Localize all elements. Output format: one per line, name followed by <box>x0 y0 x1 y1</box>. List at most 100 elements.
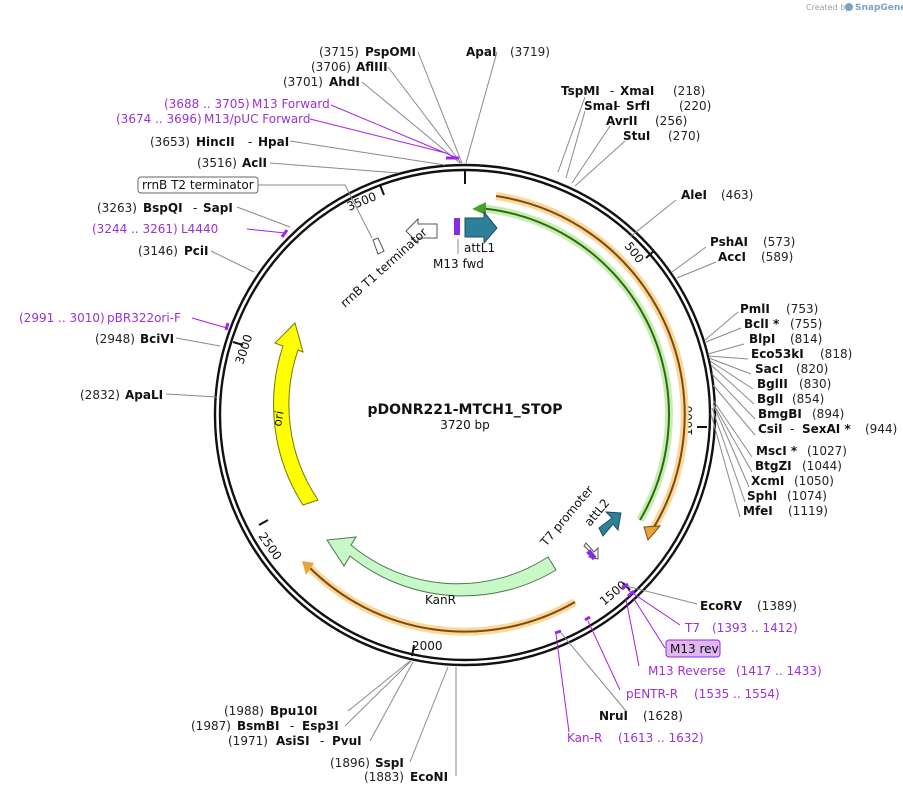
svg-text:-: - <box>248 135 252 149</box>
enzyme-eco53ki[interactable]: Eco53kI <box>751 347 804 361</box>
enzyme-sspi[interactable]: SspI <box>375 756 404 770</box>
enzyme-hincii[interactable]: HincII <box>196 135 235 149</box>
enzyme-asisi[interactable]: AsiSI <box>276 734 310 748</box>
ori-feature[interactable] <box>273 322 319 506</box>
enzyme-asisi-pos: (1971) <box>228 734 268 748</box>
primer-m13puc[interactable]: M13/pUC Forward <box>204 112 311 126</box>
enzyme-sphi[interactable]: SphI <box>747 489 777 503</box>
enzyme-avrii[interactable]: AvrII <box>606 114 638 128</box>
enzyme-econi[interactable]: EcoNI <box>410 770 448 784</box>
attL2-feature[interactable] <box>598 511 622 537</box>
enzyme-bpu10i[interactable]: Bpu10I <box>270 704 317 718</box>
enzyme-xmai[interactable]: XmaI <box>620 84 654 98</box>
enzyme-smai-pos: (220) <box>679 99 711 113</box>
primer-pbr322[interactable]: pBR322ori-F <box>107 311 181 325</box>
enzyme-ecorv-pos: (1389) <box>757 599 797 613</box>
enzyme-bcivi[interactable]: BciVI <box>140 332 174 346</box>
enzyme-sapi[interactable]: SapI <box>203 201 233 215</box>
enzyme-tspmi-pos: (218) <box>673 84 705 98</box>
rrnB-t1-terminator-feature[interactable] <box>405 217 438 245</box>
m13fwd-feature[interactable] <box>454 218 460 235</box>
primer-m13puc-pos: (3674 .. 3696) <box>116 112 202 126</box>
backbone-outer <box>213 163 717 667</box>
created-by-label: Created by <box>806 3 850 12</box>
primer-pentr[interactable]: pENTR-R <box>626 687 678 701</box>
primer-m13fwd[interactable]: M13 Forward <box>252 97 330 111</box>
enzyme-ecorv[interactable]: EcoRV <box>700 599 743 613</box>
enzyme-apai[interactable]: ApaI <box>466 45 496 59</box>
enzyme-bglii[interactable]: BglII <box>757 377 788 391</box>
enzyme-bsmbi[interactable]: BsmBI <box>237 719 279 733</box>
map-size: 3720 bp <box>440 418 490 432</box>
m13rev-label-box <box>665 639 721 658</box>
enzyme-pmli[interactable]: PmlI <box>740 302 770 316</box>
enzyme-stui[interactable]: StuI <box>623 129 650 143</box>
enzyme-xcmi-pos: (1050) <box>794 474 834 488</box>
enzyme-pcii[interactable]: PciI <box>184 244 209 258</box>
enzyme-blpi[interactable]: BlpI <box>749 332 775 346</box>
enzyme-mfei[interactable]: MfeI <box>743 504 773 518</box>
svg-text:-: - <box>610 84 614 98</box>
enzyme-bsmbi-pos: (1987) <box>191 719 231 733</box>
enzyme-avrii-pos: (256) <box>655 114 687 128</box>
primer-l4440[interactable]: L4440 <box>181 222 218 236</box>
enzyme-xcmi[interactable]: XcmI <box>751 474 784 488</box>
primer-pentr-pos: (1535 .. 1554) <box>694 687 780 701</box>
backbone-inner <box>218 168 712 662</box>
kanr-feature[interactable] <box>326 536 557 597</box>
enzyme-csii-pos: (944) <box>865 422 897 436</box>
enzyme-pspomi[interactable]: PspOMI <box>365 45 416 59</box>
attL1-feature[interactable] <box>464 210 498 245</box>
tick-2000: 2000 <box>412 639 443 653</box>
enzyme-apai-pos: (3719) <box>510 45 550 59</box>
map-title: pDONR221-MTCH1_STOP <box>367 402 562 418</box>
enzyme-btgzi[interactable]: BtgZI <box>755 459 792 473</box>
enzyme-bpu10i-pos: (1988) <box>224 704 264 718</box>
enzyme-pmli-pos: (753) <box>786 302 818 316</box>
enzyme-bspqi-pos: (3263) <box>97 201 137 215</box>
enzyme-sphi-pos: (1074) <box>787 489 827 503</box>
primer-m13rev-pos: (1417 .. 1433) <box>736 664 822 678</box>
enzyme-nrui[interactable]: NruI <box>599 709 628 723</box>
enzyme-ahdi[interactable]: AhdI <box>329 75 360 89</box>
enzyme-bcli-pos: (755) <box>790 317 822 331</box>
primer-m13rev[interactable]: M13 Reverse <box>648 664 726 678</box>
enzyme-alei[interactable]: AleI <box>681 188 707 202</box>
enzyme-ahdi-pos: (3701) <box>283 75 323 89</box>
enzyme-sspi-pos: (1896) <box>330 756 370 770</box>
enzyme-mfei-pos: (1119) <box>788 504 828 518</box>
enzyme-pshai[interactable]: PshAI <box>710 235 748 249</box>
enzyme-bspqi[interactable]: BspQI <box>143 201 183 215</box>
m13rev-label[interactable]: M13 rev <box>670 642 719 656</box>
enzyme-alei-pos: (463) <box>721 188 753 202</box>
svg-text:-: - <box>290 719 294 733</box>
enzyme-acci[interactable]: AccI <box>718 250 746 264</box>
enzyme-apali[interactable]: ApaLI <box>125 388 163 402</box>
primer-kanr[interactable]: Kan-R <box>567 731 602 745</box>
enzyme-smai[interactable]: SmaI <box>584 99 618 113</box>
primer-t7[interactable]: T7 <box>684 621 700 635</box>
enzyme-sexai[interactable]: SexAI * <box>802 422 851 436</box>
enzyme-msci[interactable]: MscI * <box>756 444 798 458</box>
enzyme-srfi[interactable]: SrfI <box>626 99 650 113</box>
enzyme-bmgbi[interactable]: BmgBI <box>758 407 802 421</box>
enzyme-esp3i[interactable]: Esp3I <box>302 719 339 733</box>
enzyme-pvui[interactable]: PvuI <box>332 734 362 748</box>
enzyme-hpai[interactable]: HpaI <box>258 135 289 149</box>
primer-pbr322-pos: (2991 .. 3010) <box>19 311 105 325</box>
enzyme-csii[interactable]: CsiI <box>758 422 783 436</box>
snapgene-label[interactable]: SnapGene <box>855 3 903 13</box>
enzyme-bgli[interactable]: BglI <box>757 392 783 406</box>
m13rev-feature[interactable] <box>586 549 597 561</box>
rrnB-t2-terminator-feature[interactable] <box>372 237 385 255</box>
enzyme-hincii-pos: (3653) <box>150 135 190 149</box>
enzyme-acli[interactable]: AclI <box>242 156 267 170</box>
enzyme-tspmi[interactable]: TspMI <box>561 84 600 98</box>
enzyme-saci[interactable]: SacI <box>755 362 783 376</box>
orf-green-arrowhead <box>472 202 486 215</box>
enzyme-bglii-pos: (830) <box>799 377 831 391</box>
enzyme-msci-pos: (1027) <box>807 444 847 458</box>
enzyme-aflii[interactable]: AflIII <box>356 60 388 74</box>
snapgene-logo-icon <box>845 3 853 11</box>
enzyme-bcli[interactable]: BclI * <box>744 317 780 331</box>
